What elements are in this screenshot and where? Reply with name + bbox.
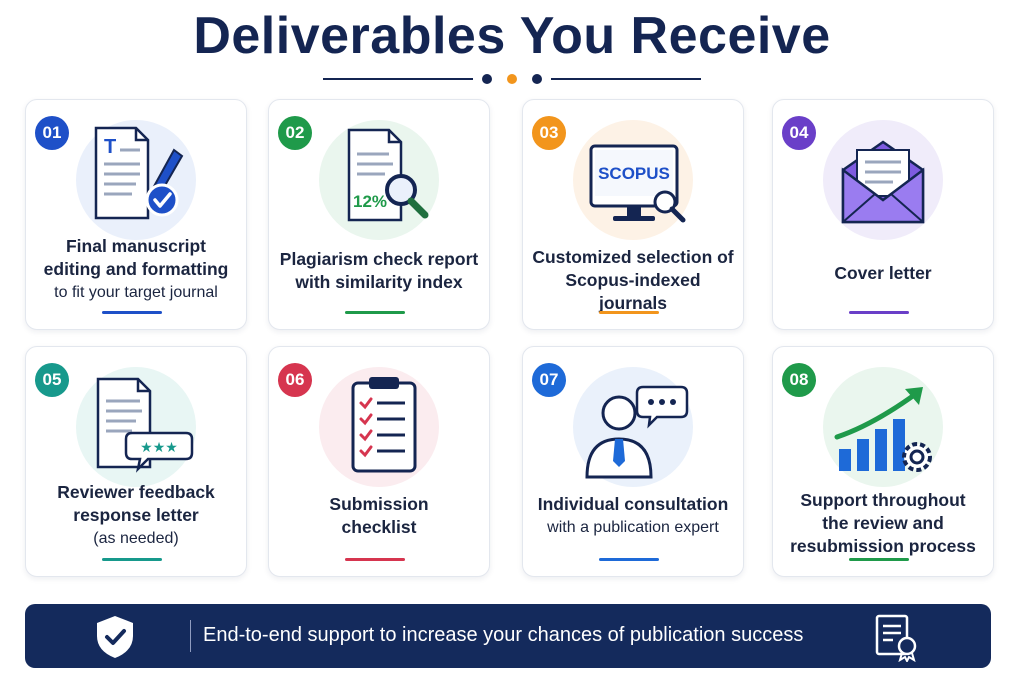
success-banner: End-to-end support to increase your chan… <box>25 604 991 668</box>
card-text: Customized selection of Scopus-indexed j… <box>531 246 735 315</box>
card-text-line: response letter <box>73 505 199 525</box>
card-text: Plagiarism check report with similarity … <box>277 248 481 294</box>
card-08: 08 Support throughout the review and res… <box>772 346 994 577</box>
title-dot-left <box>482 74 492 84</box>
card-text-line: the review and <box>822 513 944 533</box>
card-05: ★★★ 05 Reviewer feedback response letter… <box>25 346 247 577</box>
card-text-line: Submission <box>329 494 429 514</box>
card-text-line: Individual consultation <box>537 494 729 514</box>
step-number-badge: 01 <box>35 116 69 150</box>
feedback-document-icon: ★★★ <box>96 377 194 473</box>
card-text-line: checklist <box>341 517 417 537</box>
card-02: 12% 02 Plagiarism check report with simi… <box>268 99 490 330</box>
card-accent-line <box>345 558 405 561</box>
card-text: Submission checklist <box>277 493 481 539</box>
card-accent-line <box>102 311 162 314</box>
consultant-chat-icon <box>585 385 689 479</box>
card-text-line: (as needed) <box>93 530 179 547</box>
card-text-line: Support throughout <box>800 490 966 510</box>
step-number-badge: 06 <box>278 363 312 397</box>
manuscript-edit-icon: T <box>94 126 184 220</box>
card-text: Reviewer feedback response letter (as ne… <box>34 481 238 550</box>
card-accent-line <box>849 558 909 561</box>
card-text: Support throughout the review and resubm… <box>781 489 985 558</box>
growth-chart-gear-icon <box>834 387 932 472</box>
envelope-letter-icon <box>841 140 925 224</box>
card-01: T 01 Final manuscript editing and format… <box>25 99 247 330</box>
certificate-icon <box>875 614 917 662</box>
card-text-line: Plagiarism check report <box>279 249 479 269</box>
card-text: Final manuscript editing and formatting … <box>34 235 238 304</box>
card-accent-line <box>849 311 909 314</box>
title-rule-left <box>323 78 473 80</box>
title-dot-center <box>507 74 517 84</box>
card-text-line: Reviewer feedback <box>57 482 215 502</box>
scopus-monitor-icon: SCOPUS <box>589 144 686 223</box>
card-text-line: editing and formatting <box>43 259 229 279</box>
card-accent-line <box>599 558 659 561</box>
card-text-line: with a publication expert <box>547 519 719 536</box>
card-accent-line <box>599 311 659 314</box>
title-dot-right <box>532 74 542 84</box>
step-number-badge: 03 <box>532 116 566 150</box>
shield-check-icon <box>97 616 133 658</box>
card-text-line: Scopus-indexed journals <box>565 270 701 313</box>
page-title: Deliverables You Receive <box>193 7 831 65</box>
clipboard-checklist-icon <box>351 377 417 473</box>
banner-divider <box>190 620 191 652</box>
step-number-badge: 05 <box>35 363 69 397</box>
card-accent-line <box>102 558 162 561</box>
card-text-line: Customized selection of <box>532 247 734 267</box>
svg-text:★★★: ★★★ <box>140 440 178 456</box>
step-number-badge: 02 <box>278 116 312 150</box>
card-accent-line <box>345 311 405 314</box>
card-03: SCOPUS 03 Customized selection of Scopus… <box>522 99 744 330</box>
scopus-screen-label: SCOPUS <box>598 164 670 183</box>
step-number-badge: 04 <box>782 116 816 150</box>
card-text-line: to fit your target journal <box>54 284 218 301</box>
card-text: Cover letter <box>781 262 985 285</box>
title-rule-right <box>551 78 701 80</box>
card-text-line: Final manuscript <box>65 236 207 256</box>
plagiarism-report-icon: 12% <box>347 128 429 222</box>
card-text-line: resubmission process <box>790 536 976 556</box>
card-06: 06 Submission checklist <box>268 346 490 577</box>
card-04: 04 Cover letter <box>772 99 994 330</box>
similarity-percent-label: 12% <box>353 192 387 211</box>
banner-message: End-to-end support to increase your chan… <box>203 624 804 646</box>
card-text-line: with similarity index <box>295 272 463 292</box>
card-text-line: Cover letter <box>834 263 932 283</box>
card-07: 07 Individual consultation with a public… <box>522 346 744 577</box>
card-text: Individual consultation with a publicati… <box>531 493 735 539</box>
svg-text:T: T <box>104 136 116 158</box>
step-number-badge: 07 <box>532 363 566 397</box>
step-number-badge: 08 <box>782 363 816 397</box>
